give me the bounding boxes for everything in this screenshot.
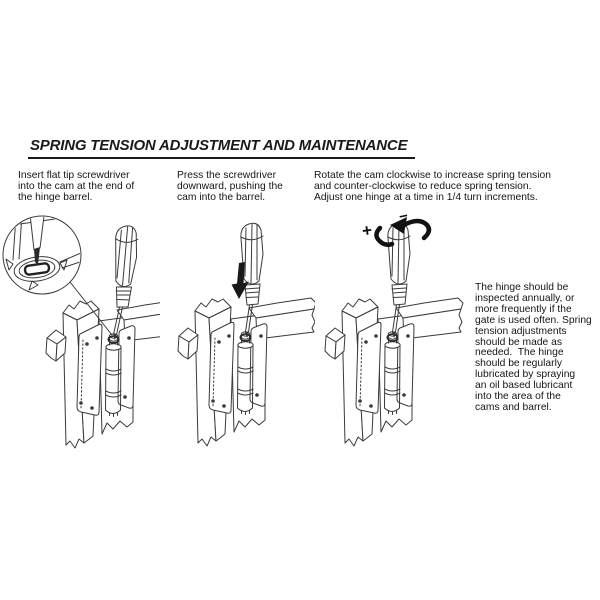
minus-label: − (397, 210, 409, 226)
magnifier-detail-inset (2, 215, 82, 295)
step-3-caption: Rotate the cam clockwise to increase spr… (314, 170, 551, 204)
hinge-assembly (45, 299, 160, 449)
figure-step-2 (177, 222, 315, 447)
maintenance-note: The hinge should be inspected annually, … (475, 282, 592, 413)
step-1-caption: Insert flat tip screwdriver into the cam… (18, 170, 135, 204)
step-2-caption: Press the screwdriver downward, pushing … (177, 170, 283, 204)
figure-step-1 (2, 215, 160, 449)
figure-step-3: + − (324, 210, 464, 447)
inset-leader-line (69, 281, 113, 336)
press-down-arrow-icon (231, 262, 249, 299)
plus-label: + (361, 221, 374, 241)
rotate-arrow-icon (374, 217, 432, 248)
hinge-assembly (177, 297, 315, 447)
page-title: SPRING TENSION ADJUSTMENT AND MAINTENANC… (28, 137, 416, 159)
